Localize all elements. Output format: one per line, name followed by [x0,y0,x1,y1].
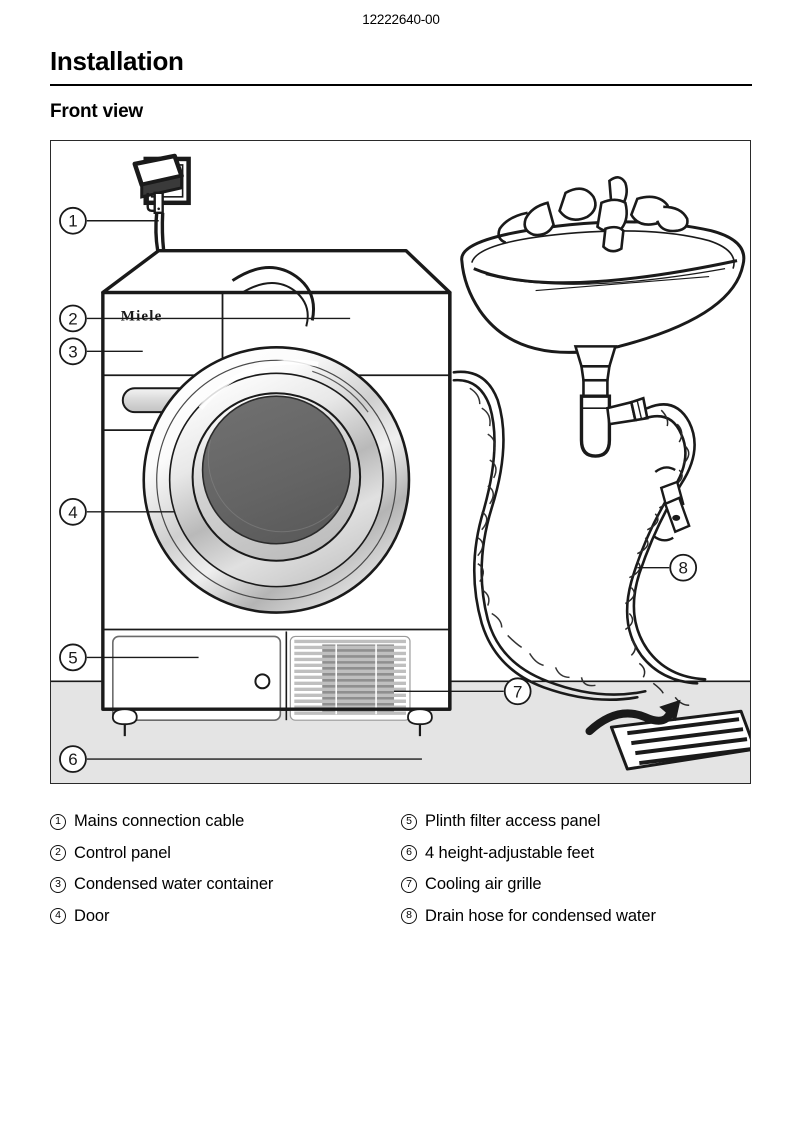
legend-item: 8 Drain hose for condensed water [401,901,752,933]
page-title: Installation [50,46,184,76]
callout-6: 6 [59,745,422,773]
floor-drain-grate [585,699,750,771]
callout-group: 1 2 3 4 [59,206,698,773]
legend-label: Control panel [74,843,171,862]
callout-number: 6 [68,750,77,769]
legend-item: 6 4 height-adjustable feet [401,838,752,870]
drain-hose-condensed-water [624,403,707,706]
callout-5: 5 [59,643,199,672]
brand-label: Miele [121,308,163,324]
front-view-illustration: Miele [50,140,751,784]
legend-label: Cooling air grille [425,875,542,894]
cooling-air-grille [289,635,411,721]
callout-number: 8 [678,559,687,578]
legend-item: 7 Cooling air grille [401,869,752,901]
callout-number: 3 [68,342,77,361]
legend-marker: 8 [401,908,417,925]
callout-8: 8 [637,553,698,582]
legend-label: Condensed water container [74,875,274,894]
section-title: Front view [50,101,144,122]
callout-4: 4 [59,497,175,526]
legend-label: Drain hose for condensed water [425,906,656,925]
mains-plug-and-socket [132,153,191,251]
legend-marker: 7 [401,876,417,893]
callout-number: 7 [513,682,522,701]
legend-marker: 2 [50,845,66,862]
wash-basin [460,176,746,458]
title-divider [50,84,752,86]
plinth-row [102,628,450,721]
faucet [497,176,689,253]
figure-legend: 1 Mains connection cable 2 Control panel… [50,806,752,932]
legend-marker: 5 [401,813,417,830]
callout-3: 3 [59,337,143,366]
legend-marker: 1 [50,813,66,830]
height-adjustable-feet [111,708,433,737]
legend-column-right: 5 Plinth filter access panel 6 4 height-… [401,806,752,932]
legend-column-left: 1 Mains connection cable 2 Control panel… [50,806,401,932]
hose-connector [652,466,691,542]
legend-label: Plinth filter access panel [425,812,601,831]
legend-item: 2 Control panel [50,838,401,870]
callout-number: 4 [68,503,77,522]
legend-label: 4 height-adjustable feet [425,843,595,862]
legend-marker: 3 [50,876,66,893]
callout-2: 2 [59,304,351,333]
drain-trap [573,345,649,458]
legend-label: Mains connection cable [74,812,245,831]
legend-marker: 4 [50,908,66,925]
legend-item: 1 Mains connection cable [50,806,401,838]
legend-label: Door [74,906,110,925]
drain-hose-left [452,370,647,702]
tumble-dryer: Miele [101,248,452,737]
hose-hook-basin [231,266,315,327]
legend-item: 3 Condensed water container [50,869,401,901]
callout-7: 7 [394,677,532,706]
legend-marker: 6 [401,845,417,862]
door [142,346,411,614]
legend-item: 4 Door [50,901,401,933]
callout-number: 2 [68,309,77,328]
legend-item: 5 Plinth filter access panel [401,806,752,838]
callout-number: 5 [68,648,77,667]
front-view-diagram: Miele [51,153,750,783]
callout-number: 1 [68,212,77,231]
callout-1: 1 [59,206,159,235]
document-number: 12222640-00 [362,12,440,27]
